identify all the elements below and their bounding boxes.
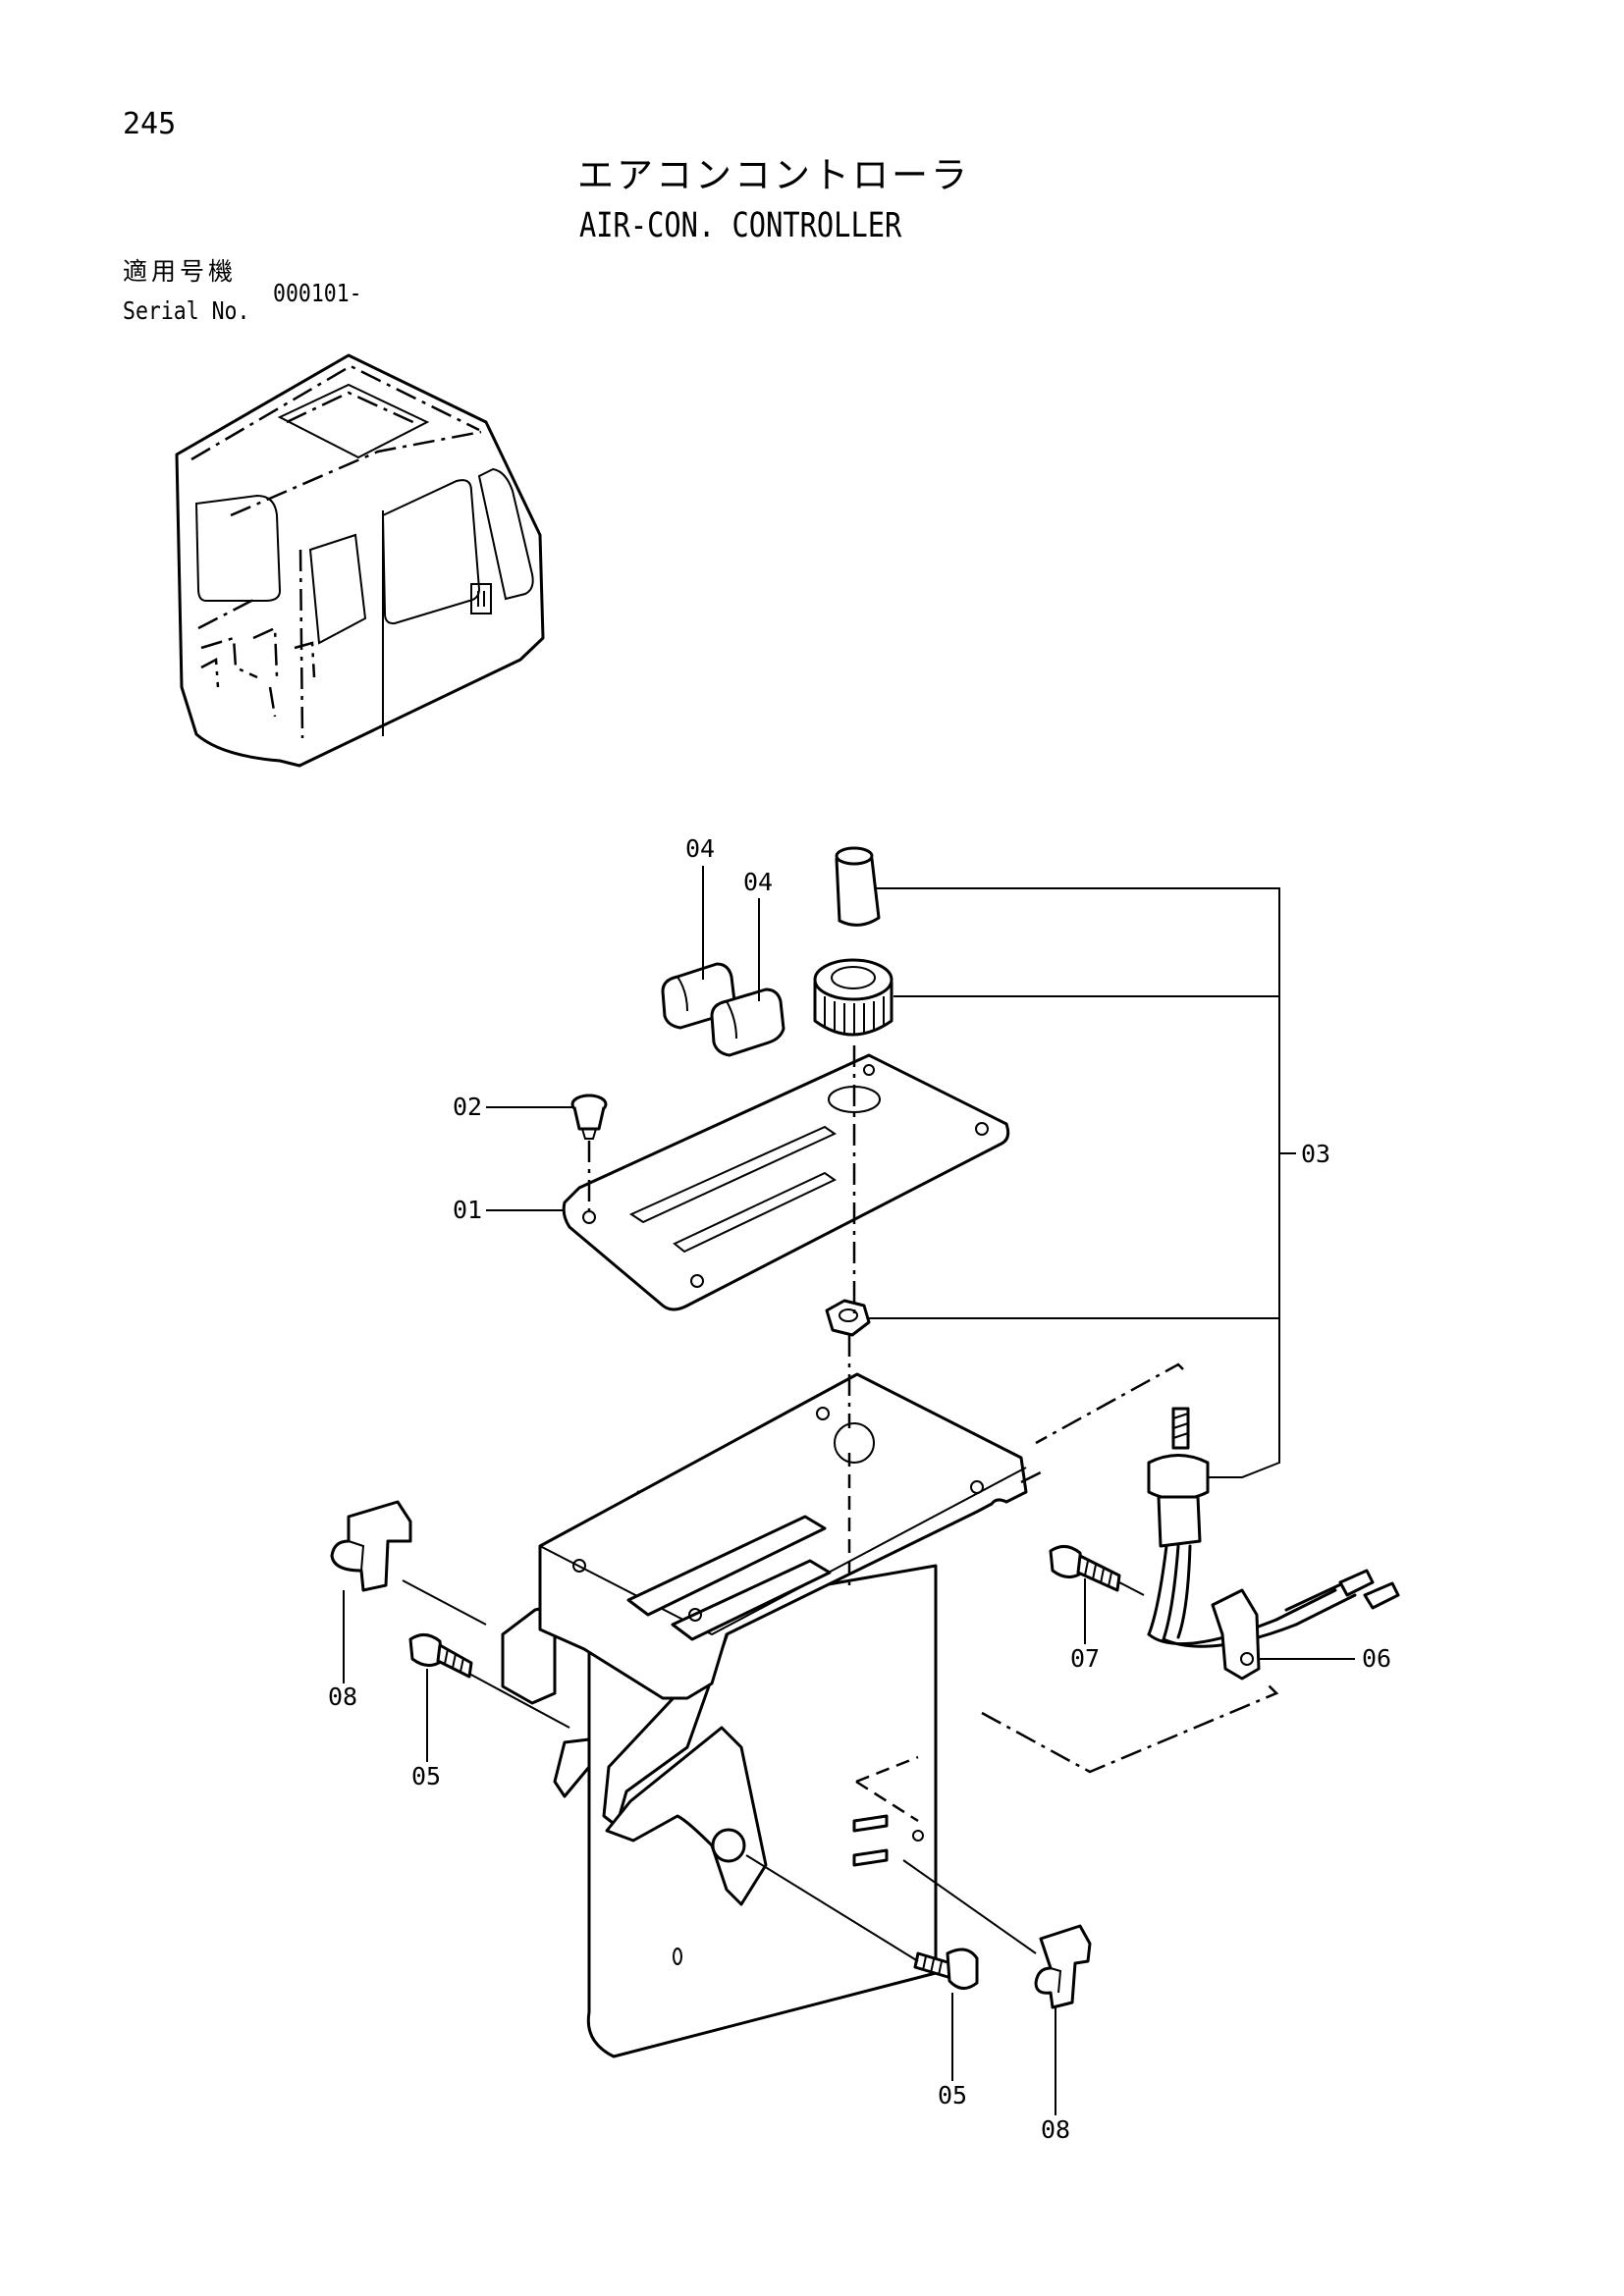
callout-label-04: 04 — [685, 834, 715, 863]
bolt-05-left — [408, 1633, 473, 1679]
screw-07 — [1049, 1545, 1121, 1592]
serial-label-japanese: 適用号機 — [123, 257, 238, 286]
serial-label-english: Serial No. — [123, 296, 250, 325]
panel-plate — [562, 1053, 1010, 1311]
callout-label-01: 01 — [453, 1196, 482, 1224]
callout-label-07: 07 — [1070, 1644, 1100, 1673]
title-english: AIR-CON. CONTROLLER — [579, 206, 902, 245]
knob-cap — [835, 846, 881, 927]
lever-knob-right — [710, 988, 785, 1057]
callout-label-05: 05 — [938, 2081, 967, 2109]
plug-button — [570, 1094, 608, 1140]
knob-dial — [813, 958, 893, 1037]
clip-08-left — [330, 1500, 412, 1592]
hex-nut — [825, 1299, 871, 1337]
callout-label-04: 04 — [743, 868, 773, 896]
harness-clamp — [1211, 1588, 1261, 1681]
title-japanese: エアコンコントローラ — [577, 154, 970, 196]
serial-number-value: 000101- — [273, 279, 362, 307]
page-number: 245 — [123, 107, 177, 141]
rotary-switch — [1147, 1407, 1400, 1648]
controller-bracket — [501, 1372, 1028, 2058]
callout-label-03: 03 — [1301, 1140, 1330, 1168]
callout-label-08: 08 — [328, 1682, 357, 1711]
bolt-05-bottom — [913, 1948, 979, 1990]
callout-label-08: 08 — [1041, 2115, 1070, 2144]
clip-08-bottom — [1034, 1924, 1092, 2009]
callout-labels: 04 04 02 01 03 08 05 07 06 05 08 — [328, 834, 1391, 2144]
callout-label-02: 02 — [453, 1093, 482, 1121]
callout-label-05: 05 — [411, 1762, 441, 1790]
assembly-centerlines — [402, 1045, 1279, 1962]
cab-overview-illustration — [175, 353, 545, 768]
callout-leaders — [343, 866, 1355, 2115]
callout-label-06: 06 — [1362, 1644, 1391, 1673]
